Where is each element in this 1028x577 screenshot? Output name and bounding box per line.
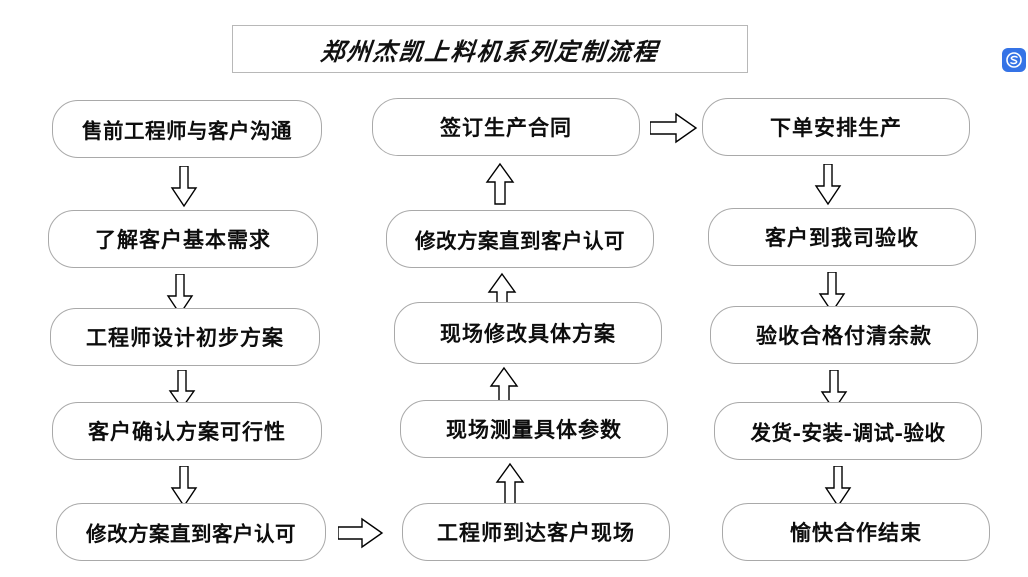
node-col1-1[interactable]: 售前工程师与客户沟通 [52, 100, 322, 158]
node-col2-1-label: 签订生产合同 [440, 115, 572, 140]
node-col2-1[interactable]: 签订生产合同 [372, 98, 640, 156]
node-col1-4-label: 客户确认方案可行性 [88, 419, 286, 444]
arrow-up-col2-1 [484, 162, 516, 206]
node-col2-5-label: 工程师到达客户现场 [437, 520, 635, 545]
node-col3-4[interactable]: 发货-安装-调试-验收 [714, 402, 982, 460]
node-col3-1[interactable]: 下单安排生产 [702, 98, 970, 156]
node-col1-2[interactable]: 了解客户基本需求 [48, 210, 318, 268]
arrow-up-col2-4 [494, 462, 526, 506]
node-col1-4[interactable]: 客户确认方案可行性 [52, 402, 322, 460]
node-col3-5-label: 愉快合作结束 [790, 520, 922, 545]
node-col3-3-label: 验收合格付清余款 [756, 323, 932, 348]
arrow-down-col1-3 [166, 370, 198, 410]
node-col2-3[interactable]: 现场修改具体方案 [394, 302, 662, 364]
node-col1-3[interactable]: 工程师设计初步方案 [50, 308, 320, 366]
node-col2-2[interactable]: 修改方案直到客户认可 [386, 210, 654, 268]
arrow-down-col3-2 [816, 272, 848, 314]
watermark-badge [1002, 48, 1026, 72]
arrow-down-col1-4 [168, 466, 200, 508]
node-col1-2-label: 了解客户基本需求 [95, 227, 271, 252]
arrow-right-col1-to-col2 [338, 517, 384, 549]
sogou-s-icon [1006, 52, 1022, 68]
node-col3-1-label: 下单安排生产 [770, 115, 902, 140]
chart-title-box: 郑州杰凯上料机系列定制流程 [232, 25, 748, 73]
node-col1-5[interactable]: 修改方案直到客户认可 [56, 503, 326, 561]
node-col3-3[interactable]: 验收合格付清余款 [710, 306, 978, 364]
node-col1-5-label: 修改方案直到客户认可 [86, 522, 296, 546]
node-col3-2-label: 客户到我司验收 [765, 225, 919, 250]
node-col2-2-label: 修改方案直到客户认可 [415, 229, 625, 253]
chart-title: 郑州杰凯上料机系列定制流程 [319, 36, 661, 66]
node-col3-4-label: 发货-安装-调试-验收 [750, 421, 946, 445]
node-col2-5[interactable]: 工程师到达客户现场 [402, 503, 670, 561]
node-col2-3-label: 现场修改具体方案 [440, 321, 616, 346]
arrow-right-col2-to-col3 [650, 112, 698, 144]
arrow-down-col1-1 [168, 166, 200, 208]
node-col3-5[interactable]: 愉快合作结束 [722, 503, 990, 561]
node-col2-4-label: 现场测量具体参数 [446, 417, 622, 442]
arrow-down-col3-3 [818, 370, 850, 412]
arrow-down-col3-1 [812, 164, 844, 206]
node-col1-1-label: 售前工程师与客户沟通 [82, 119, 292, 143]
arrow-down-col3-4 [822, 466, 854, 508]
node-col1-3-label: 工程师设计初步方案 [86, 325, 284, 350]
arrow-down-col1-2 [164, 274, 196, 316]
node-col3-2[interactable]: 客户到我司验收 [708, 208, 976, 266]
node-col2-4[interactable]: 现场测量具体参数 [400, 400, 668, 458]
